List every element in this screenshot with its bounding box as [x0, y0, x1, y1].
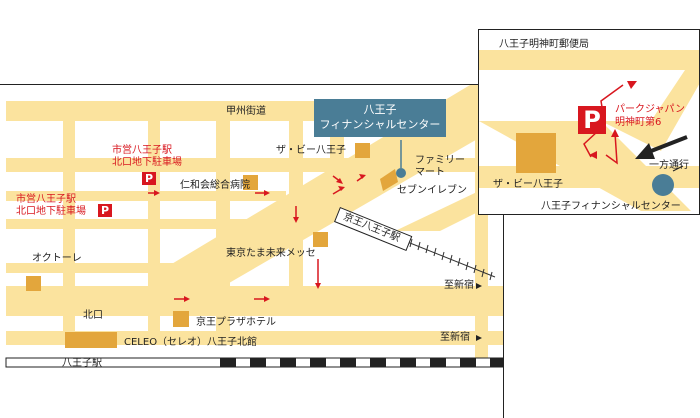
parking-a-icon[interactable]: P [142, 172, 156, 185]
to-shinjuku-2: 至新宿 [440, 332, 470, 343]
celeo-label: CELEO（セレオ）八王子北館 [124, 337, 258, 348]
inset-center-label: 八王子フィナンシャルセンター [541, 201, 681, 212]
familymart-line2: マート [415, 167, 445, 178]
keio-plaza-label: 京王プラザホテル [196, 317, 276, 328]
seven-eleven-label: セブンイレブン [397, 185, 467, 196]
inset-za-bee-label: ザ・ビー八王子 [493, 179, 563, 190]
inset-target-marker [652, 174, 674, 196]
target-marker [396, 168, 406, 178]
tokyo-tama-label: 東京たま未来メッセ [226, 248, 316, 259]
one-way-label: 一方通行 [649, 160, 689, 171]
financial-center-callout[interactable]: 八王子 フィナンシャルセンター [314, 99, 446, 137]
parking-b-line2: 北口地下駐車場 [16, 206, 86, 217]
hachioji-station-label: 八王子駅 [62, 358, 102, 369]
main-map-roads [5, 85, 503, 368]
parking-a-line2: 北口地下駐車場 [112, 157, 182, 168]
inset-map[interactable]: 八王子明神町郵便局 P パークジャパン 明神町第6 一方通行 ザ・ビー八王子 八… [478, 29, 700, 215]
kitaguchi-label: 北口 [83, 310, 103, 321]
one-way-arrow [635, 135, 688, 159]
za-bee-label: ザ・ビー八王子 [276, 145, 346, 156]
inset-parking-line1: パークジャパン [615, 104, 685, 115]
parking-a-line1: 市営八王子駅 [112, 145, 172, 156]
callout-line2: フィナンシャルセンター [319, 118, 441, 131]
parking-b-icon[interactable]: P [98, 204, 112, 217]
jinwakai-label: 仁和会総合病院 [180, 180, 250, 191]
jr-railway [5, 357, 503, 368]
familymart-line1: ファミリー [415, 155, 465, 166]
koshu-kaido-label: 甲州街道 [226, 106, 266, 117]
post-office-label: 八王子明神町郵便局 [499, 39, 589, 50]
inset-map-roads [479, 50, 699, 211]
okutore-label: オクトーレ [32, 253, 82, 264]
inset-parking-icon[interactable]: P [578, 106, 606, 134]
to-shinjuku-1: 至新宿 [444, 280, 474, 291]
parking-b-line1: 市営八王子駅 [16, 194, 76, 205]
main-map[interactable]: 八王子 フィナンシャルセンター 甲州街道 市営八王子駅 北口地下駐車場 P 市営… [0, 84, 504, 418]
route-arrows [148, 174, 366, 302]
callout-line1: 八王子 [363, 103, 397, 116]
keio-railway [404, 238, 496, 281]
inset-parking-line2: 明神町第6 [615, 117, 662, 128]
